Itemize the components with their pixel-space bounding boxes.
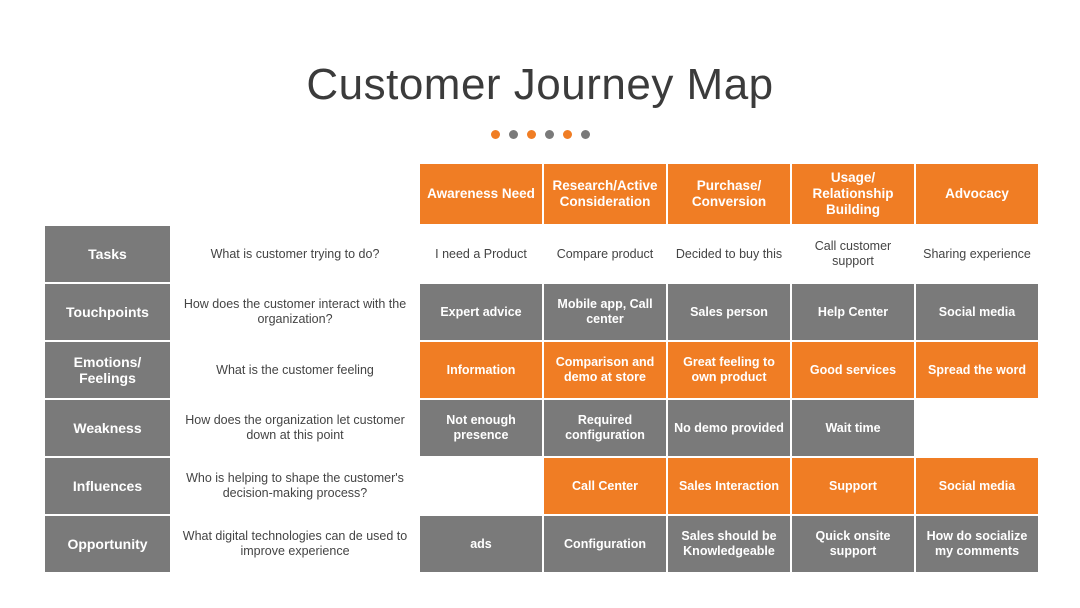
- stage-header: Advocacy: [916, 164, 1038, 224]
- table-cell: Sales person: [668, 284, 790, 340]
- table-cell: Required configuration: [544, 400, 666, 456]
- dot-2: [508, 130, 518, 139]
- table-cell: Spread the word: [916, 342, 1038, 398]
- row-label: Influences: [45, 458, 170, 514]
- stage-header: Research/Active Consideration: [544, 164, 666, 224]
- table-cell: Good services: [792, 342, 914, 398]
- dot-6: [580, 130, 590, 139]
- table-cell: Support: [792, 458, 914, 514]
- row-label: Weakness: [45, 400, 170, 456]
- table-cell: Comparison and demo at store: [544, 342, 666, 398]
- row-question: What digital technologies can de used to…: [182, 529, 408, 558]
- row-question: How does the organization let customer d…: [185, 413, 405, 442]
- table-cell: Wait time: [792, 400, 914, 456]
- table-cell: How do socialize my comments: [916, 516, 1038, 572]
- page-title: Customer Journey Map: [306, 60, 774, 109]
- journey-map-table: Awareness Need Research/Active Considera…: [45, 164, 1038, 572]
- row-label: Emotions/ Feelings: [45, 342, 170, 398]
- table-cell: ads: [420, 516, 542, 572]
- table-cell: I need a Product: [420, 226, 542, 282]
- dot-5: [562, 130, 572, 139]
- decorative-dots: [0, 130, 1080, 139]
- table-cell: Sales should be Knowledgeable: [668, 516, 790, 572]
- table-cell: Not enough presence: [420, 400, 542, 456]
- table-cell: Information: [420, 342, 542, 398]
- row-question: Who is helping to shape the customer's d…: [186, 471, 404, 500]
- table-cell: Sharing experience: [916, 226, 1038, 282]
- table-cell: Mobile app, Call center: [544, 284, 666, 340]
- table-cell: Expert advice: [420, 284, 542, 340]
- table-cell: Sales Interaction: [668, 458, 790, 514]
- corner-spacer: [172, 164, 418, 224]
- empty-cell: [420, 458, 542, 514]
- stage-header: Awareness Need: [420, 164, 542, 224]
- empty-cell: [916, 400, 1038, 456]
- table-cell: Quick onsite support: [792, 516, 914, 572]
- stage-header: Purchase/ Conversion: [668, 164, 790, 224]
- table-cell: Great feeling to own product: [668, 342, 790, 398]
- table-cell: Social media: [916, 458, 1038, 514]
- table-cell: Compare product: [544, 226, 666, 282]
- table-cell: No demo provided: [668, 400, 790, 456]
- corner-spacer: [45, 164, 170, 224]
- row-label: Touchpoints: [45, 284, 170, 340]
- table-cell: Decided to buy this: [668, 226, 790, 282]
- row-label: Opportunity: [45, 516, 170, 572]
- row-question: What is customer trying to do?: [210, 246, 380, 261]
- dot-4: [544, 130, 554, 139]
- row-question: How does the customer interact with the …: [183, 297, 407, 326]
- table-cell: Help Center: [792, 284, 914, 340]
- stage-header: Usage/ Relationship Building: [792, 164, 914, 224]
- row-label: Tasks: [45, 226, 170, 282]
- row-question: What is the customer feeling: [216, 362, 374, 377]
- table-cell: Call customer support: [792, 226, 914, 282]
- table-cell: Call Center: [544, 458, 666, 514]
- dot-1: [490, 130, 500, 139]
- table-cell: Configuration: [544, 516, 666, 572]
- dot-3: [526, 130, 536, 139]
- table-cell: Social media: [916, 284, 1038, 340]
